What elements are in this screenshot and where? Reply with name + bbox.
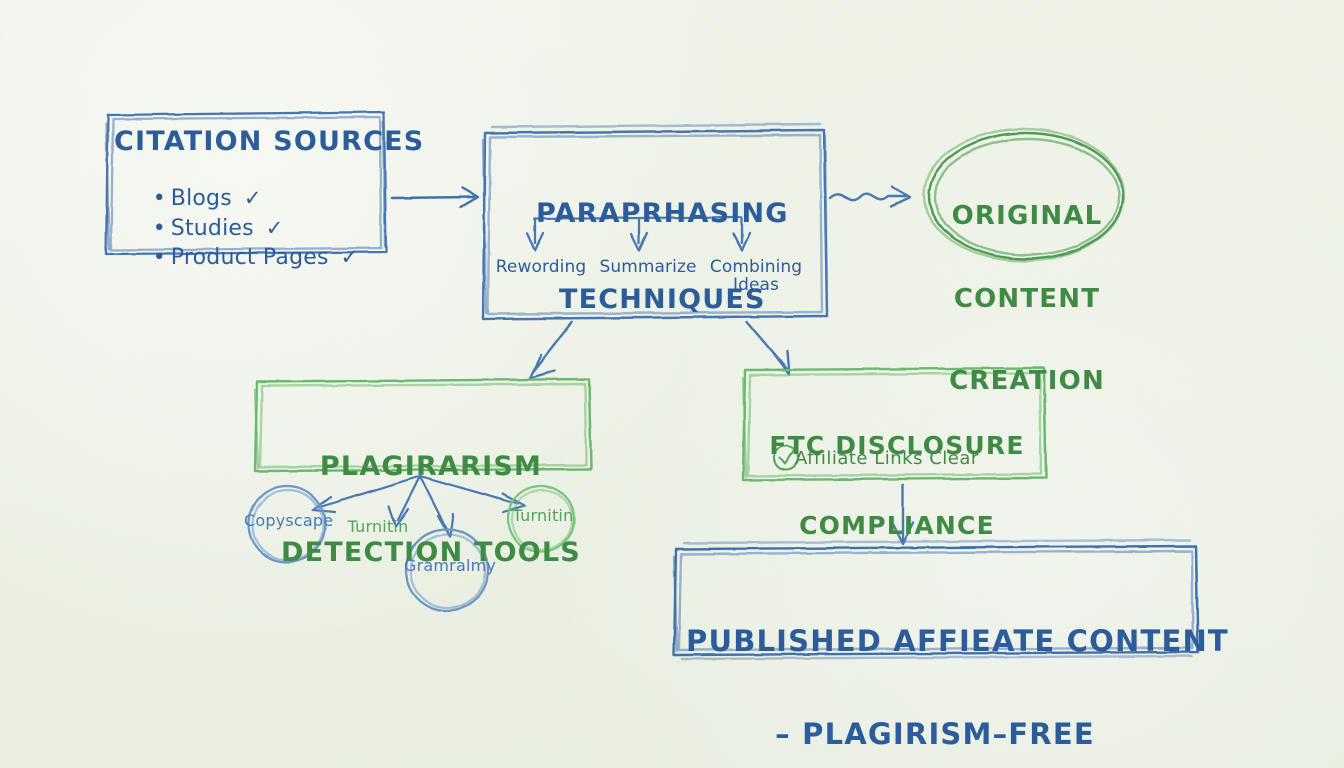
- published-content-box-outline: [672, 538, 1200, 661]
- published-content-label: PUBLISHED AFFIEATE CONTENT – PLAGIRISM–F…: [686, 565, 1229, 768]
- plagiarism-tools-title: PLAGIRARISM DETECTION TOOLS: [281, 396, 581, 625]
- citation-item-label: Studies: [170, 216, 254, 242]
- arrows-plagiarism-to-tools: [311, 474, 527, 538]
- citation-item-label: Product Pages: [170, 245, 329, 271]
- tool-label-gramralmy: Gramralmy: [404, 556, 497, 575]
- paraphrasing-title-line1: PARAPRHASING: [536, 198, 789, 230]
- check-icon: ✓: [265, 216, 284, 241]
- tool-label-turnitin-text: Turnitin: [347, 517, 409, 536]
- citation-sources-box-outline: [104, 110, 388, 256]
- citation-sources-title: CITATION SOURCES: [114, 126, 425, 157]
- original-content-label: ORIGINAL CONTENT CREATION: [947, 148, 1107, 451]
- tool-circle-gramralmy: [404, 527, 490, 613]
- plagiarism-title-line2: DETECTION TOOLS: [281, 537, 581, 569]
- original-content-oval-outline: [922, 127, 1126, 263]
- technique-summarize: Summarize: [599, 257, 697, 277]
- arrow-paraphrasing-to-original: [828, 185, 912, 208]
- tool-label-copyscape: Copyscape: [244, 511, 334, 530]
- paraphrasing-box-outline: [481, 122, 829, 321]
- citation-item-studies: •Studies ✓: [124, 194, 284, 264]
- ftc-title-line2: COMPLIANCE: [799, 510, 995, 540]
- plagiarism-tools-box-outline: [253, 377, 593, 473]
- citation-item-label: Blogs: [170, 186, 232, 212]
- ftc-disclosure-box-outline: [741, 366, 1048, 482]
- tool-circle-turnitin: [506, 484, 576, 554]
- citation-item-product-pages: •Product Pages ✓: [124, 223, 358, 293]
- plagiarism-title-line1: PLAGIRARISM: [319, 451, 543, 483]
- arrow-paraphrasing-to-plagiarism: [528, 320, 574, 380]
- ftc-check-icon: [772, 444, 800, 472]
- original-content-line1: ORIGINAL: [951, 201, 1103, 232]
- published-line1: PUBLISHED AFFIEATE CONTENT: [686, 624, 1229, 659]
- bullet-icon: •: [152, 186, 166, 212]
- paraphrasing-title-line2: TECHNIQUES: [558, 284, 766, 316]
- technique-bracket-arrows: [525, 215, 752, 252]
- ftc-disclosure-title: FTC DISCLOSURE COMPLIANCE: [759, 380, 1035, 592]
- technique-rewording: Rewording: [495, 257, 587, 277]
- published-line2: – PLAGIRISM–FREE: [775, 716, 1095, 751]
- paraphrasing-title: PARAPRHASING TECHNIQUES: [536, 143, 789, 372]
- ftc-title-line1: FTC DISCLOSURE: [769, 431, 1025, 460]
- citation-item-blogs: •Blogs ✓: [124, 164, 262, 234]
- arrow-citation-to-paraphrasing: [390, 186, 480, 209]
- bullet-icon: •: [152, 245, 166, 271]
- technique-combining-ideas: Combining Ideas: [709, 257, 803, 296]
- check-icon: ✓: [243, 186, 262, 211]
- arrow-ftc-to-published: [891, 483, 915, 546]
- bullet-icon: •: [152, 216, 166, 242]
- check-icon: ✓: [340, 245, 359, 270]
- original-content-line2: CONTENT: [953, 283, 1101, 314]
- original-content-line3: CREATION: [949, 366, 1105, 397]
- tool-circle-copyscape: [247, 484, 327, 564]
- ftc-note-label: Affiliate Links Clear: [795, 448, 979, 469]
- tool-label-turnitin-circle: Turnitin: [512, 506, 574, 525]
